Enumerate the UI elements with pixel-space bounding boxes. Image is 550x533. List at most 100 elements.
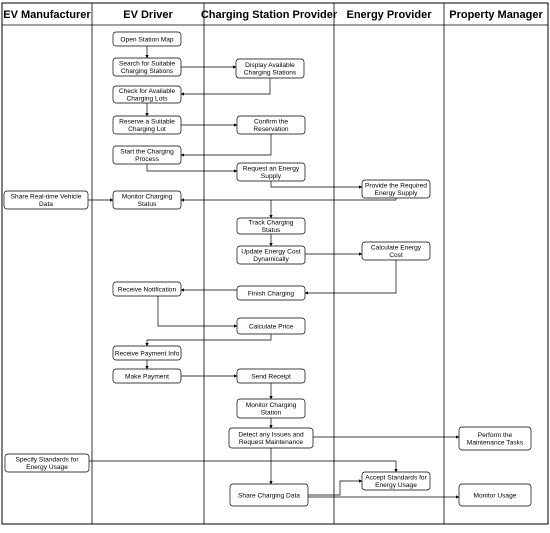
node-label: Accept Standards for bbox=[365, 475, 427, 482]
node-open-station-map: Open Station Map bbox=[112, 31, 182, 47]
node-label: Share Charging Data bbox=[238, 492, 300, 499]
node-box bbox=[236, 115, 306, 135]
edge-share-charging-data-to-accept-standards bbox=[308, 479, 363, 496]
node-box bbox=[361, 241, 431, 261]
diagram-frame bbox=[1, 2, 549, 525]
node-label: Station bbox=[261, 410, 282, 417]
node-label: Calculate Price bbox=[249, 323, 294, 330]
node-label: Charging Lot bbox=[128, 126, 166, 133]
edge-calculate-price-to-receive-payment-info bbox=[145, 334, 272, 347]
edge-receive-notification-to-calculate-price bbox=[157, 296, 238, 328]
edge-display-stations-to-check-lots bbox=[180, 78, 271, 96]
node-receive-notification: Receive Notification bbox=[112, 281, 182, 297]
node-label: Charging Stations bbox=[244, 70, 297, 77]
node-receive-payment-info: Receive Payment Info bbox=[112, 345, 182, 361]
node-box bbox=[361, 179, 431, 199]
node-label: Energy Supply bbox=[375, 190, 419, 197]
node-label: Charging Lots bbox=[126, 96, 168, 103]
node-label: Start the Charging bbox=[120, 149, 174, 156]
node-box bbox=[112, 31, 182, 47]
node-box bbox=[228, 427, 314, 449]
node-box bbox=[236, 317, 306, 335]
edge-confirm-reservation-to-start-charging bbox=[180, 134, 272, 157]
lane-title-energy-provider: Energy Provider bbox=[347, 9, 433, 21]
node-box bbox=[112, 57, 182, 77]
node-label: Reservation bbox=[253, 126, 289, 133]
node-box bbox=[236, 368, 306, 384]
node-calculate-price: Calculate Price bbox=[236, 317, 306, 335]
node-box bbox=[458, 426, 532, 451]
node-label: Calculate Energy bbox=[371, 245, 422, 252]
node-label: Make Payment bbox=[125, 373, 169, 380]
node-box bbox=[236, 285, 306, 301]
lane-title-ev-manufacturer: EV Manufacturer bbox=[3, 9, 91, 21]
node-label: Receive Payment Info bbox=[115, 350, 180, 357]
node-share-charging-data: Share Charging Data bbox=[229, 483, 309, 507]
node-label: Status bbox=[262, 227, 281, 234]
node-monitor-usage: Monitor Usage bbox=[458, 483, 532, 507]
node-box bbox=[112, 145, 182, 165]
node-box bbox=[3, 190, 89, 210]
node-box bbox=[112, 345, 182, 361]
node-label: Send Receipt bbox=[251, 373, 291, 380]
node-label: Status bbox=[138, 201, 157, 208]
node-box bbox=[229, 483, 309, 507]
node-label: Supply bbox=[261, 173, 282, 180]
node-label: Perform the bbox=[478, 432, 513, 439]
node-label: Finish Charging bbox=[248, 290, 295, 297]
node-label: Monitor Charging bbox=[246, 402, 297, 409]
node-box bbox=[361, 471, 431, 491]
node-box bbox=[112, 281, 182, 297]
node-label: Specify Standards for bbox=[15, 457, 79, 464]
node-label: Detect any Issues and bbox=[238, 432, 304, 439]
node-box bbox=[112, 368, 182, 384]
edge-start-charging-to-request-energy bbox=[146, 164, 238, 173]
node-label: Monitor Usage bbox=[474, 492, 517, 499]
node-make-payment: Make Payment bbox=[112, 368, 182, 384]
node-box bbox=[236, 398, 306, 419]
node-label: Receive Notification bbox=[118, 286, 177, 293]
node-box bbox=[112, 190, 182, 210]
edge-specify-standards-to-accept-standards bbox=[89, 460, 398, 473]
node-label: Charging Stations bbox=[121, 68, 174, 75]
node-label: Share Real-time Vehicle bbox=[11, 194, 82, 201]
node-label: Reserve a Suitable bbox=[119, 119, 175, 126]
node-label: Dynamically bbox=[253, 256, 289, 263]
node-label: Energy Usage bbox=[26, 464, 68, 471]
node-label: Energy Usage bbox=[375, 482, 417, 489]
node-label: Track Charging bbox=[249, 220, 294, 227]
node-box bbox=[112, 115, 182, 135]
node-label: Update Energy Cost bbox=[241, 249, 301, 256]
edge-provide-energy-to-monitor-charging-status bbox=[180, 198, 397, 202]
node-label: Cost bbox=[389, 252, 403, 259]
node-finish-charging: Finish Charging bbox=[236, 285, 306, 301]
node-label: Request an Energy bbox=[243, 166, 300, 173]
node-label: Provide the Required bbox=[365, 183, 427, 190]
node-label: Display Available bbox=[245, 62, 295, 69]
lane-title-property-manager: Property Manager bbox=[449, 9, 543, 21]
node-send-receipt: Send Receipt bbox=[236, 368, 306, 384]
node-label: Maintenance Tasks bbox=[467, 440, 524, 447]
edge-calculate-energy-cost-to-finish-charging bbox=[304, 260, 397, 295]
lane-title-charging-station-provider: Charging Station Provider bbox=[201, 9, 338, 21]
edge-request-energy-to-provide-energy bbox=[270, 181, 363, 189]
node-label: Data bbox=[39, 201, 53, 208]
